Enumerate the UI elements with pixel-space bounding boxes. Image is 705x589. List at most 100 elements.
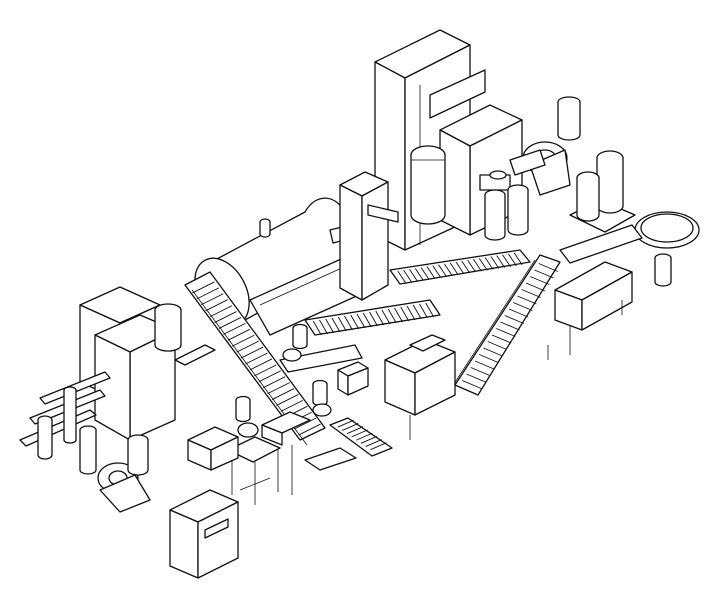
conveyor-slat (205, 299, 228, 312)
conveyor-slat (271, 388, 295, 400)
conveyor-slat (491, 334, 512, 344)
incline-conveyor-right (449, 254, 561, 396)
conveyor-slat (409, 269, 418, 282)
left-frame-unit (79, 286, 216, 441)
conveyor-slat (462, 380, 482, 389)
conveyor-slat (420, 267, 430, 280)
motor-drive-3 (235, 395, 259, 438)
conveyor-slat (209, 305, 233, 318)
conveyor-slat (470, 367, 490, 376)
conveyor-slat (500, 321, 520, 331)
conveyor-slat (490, 256, 500, 269)
conveyor-slat (449, 262, 459, 276)
conveyor-slat (478, 258, 488, 271)
conveyor-slat (293, 417, 317, 430)
conveyor-slat (356, 313, 366, 329)
conveyor-slat (513, 302, 533, 311)
conveyor-slat (267, 382, 290, 395)
rotary-turntable (634, 211, 700, 287)
lower-outfeed-conveyor (304, 417, 393, 471)
conveyor-slat (249, 358, 273, 371)
conveyor-slat (438, 264, 447, 277)
conveyor-slat (502, 254, 511, 267)
conveyor-slat (258, 370, 281, 383)
conveyor-slat (504, 315, 524, 324)
feeder-small (337, 361, 369, 396)
conveyor-slat (538, 263, 558, 272)
conveyor-slat (375, 310, 385, 326)
center-mixer-box (384, 334, 456, 440)
conveyor-slat (240, 346, 264, 359)
conveyor-slat (346, 426, 364, 435)
conveyor-slat (381, 309, 391, 325)
conveyor-slat (521, 289, 541, 298)
conveyor-slat (280, 399, 304, 412)
twin-tanks (569, 150, 636, 233)
conveyor-slat (525, 282, 546, 292)
conveyor-slat (487, 341, 507, 350)
conveyor-slat (394, 307, 403, 323)
separator-unit (187, 426, 239, 471)
upper-feed-conveyor (389, 224, 643, 285)
conveyor-slat (507, 253, 517, 267)
conveyor-slat (362, 312, 372, 328)
conveyor-slat (508, 308, 529, 318)
right-work-table (547, 261, 633, 360)
conveyor-slat (201, 293, 224, 306)
conveyor-slat (387, 308, 397, 324)
motor-drive-2 (312, 379, 332, 417)
conveyor-slat (406, 305, 416, 321)
conveyor-slat (365, 439, 382, 447)
conveyor-slat (192, 281, 215, 294)
conveyor-slat (414, 268, 424, 281)
conveyor-slat (412, 304, 422, 320)
conveyor-slat (370, 442, 387, 451)
conveyor-slat (484, 257, 494, 270)
conveyor-slat (337, 419, 354, 428)
conveyor-slat (298, 423, 321, 436)
conveyor-slat (474, 360, 495, 370)
conveyor-slat (236, 340, 259, 353)
control-cabinet (169, 489, 239, 579)
conveyor-slat (312, 320, 322, 336)
pump-motor-unit (522, 96, 581, 196)
left-blower (97, 434, 151, 513)
conveyor-slat (245, 352, 268, 365)
work-stand (227, 411, 311, 505)
conveyor-slat (227, 328, 251, 341)
vertical-column (339, 171, 399, 301)
conveyor-slat (432, 265, 442, 278)
conveyor-slat (534, 269, 554, 279)
conveyor-slat (319, 319, 328, 335)
conveyor-slat (517, 295, 537, 305)
conveyor-slat (351, 429, 368, 438)
conveyor-slat (356, 432, 373, 441)
conveyor-slat (483, 347, 503, 357)
conveyor-slat (325, 318, 335, 334)
conveyor-slat (530, 276, 550, 285)
conveyor-slat (455, 261, 465, 275)
conveyor-slat (473, 259, 482, 272)
conveyor-slat (443, 263, 453, 277)
conveyor-slat (254, 364, 277, 377)
conveyor-slat (479, 354, 499, 363)
conveyor-slat (196, 287, 220, 300)
pipe-manifold-top (479, 149, 546, 241)
conveyor-slat (218, 317, 242, 329)
conveyor-slat (214, 311, 237, 323)
conveyor-slat (342, 423, 359, 431)
conveyor-slat (496, 328, 516, 337)
conveyor-slat (331, 317, 341, 333)
conveyor-slat (369, 311, 378, 327)
conveyor-slat (344, 315, 353, 331)
conveyor-slat (496, 255, 506, 268)
conveyor-slat (467, 259, 477, 273)
motor-drive-1 (282, 323, 308, 362)
conveyor-slat (337, 316, 347, 332)
conveyor-slat (466, 373, 486, 383)
conveyor-slat (419, 303, 428, 319)
conveyor-slat (513, 252, 523, 266)
conveyor-slat (276, 394, 299, 406)
